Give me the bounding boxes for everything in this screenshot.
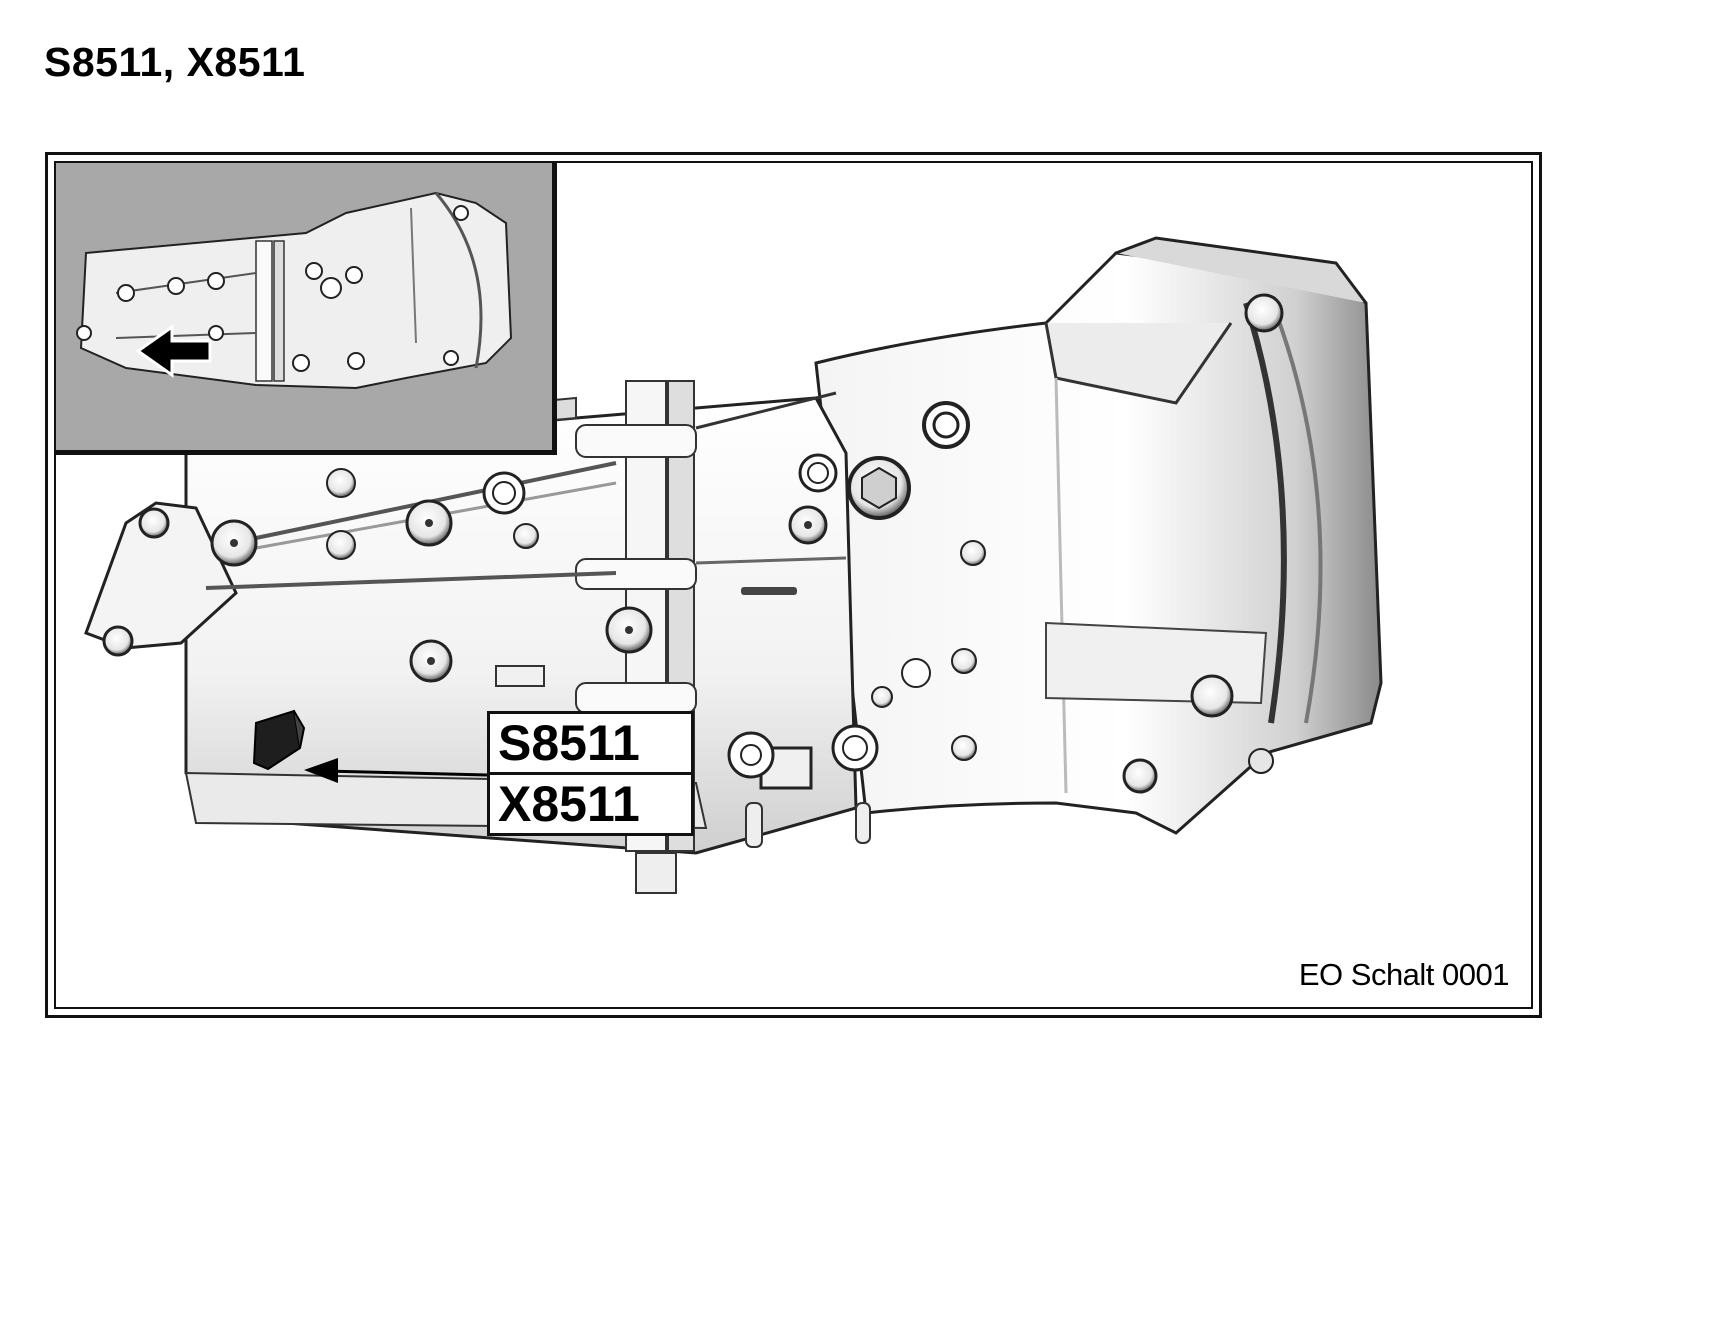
callout-label-x8511: X8511 (487, 772, 694, 836)
bolt-set (210, 401, 986, 779)
inset-overview (56, 163, 557, 455)
figure-frame: S8511 X8511 EO Schalt 0001 (45, 152, 1542, 1018)
callout-label-s8511: S8511 (487, 711, 694, 775)
pointer-arrow-icon (304, 758, 488, 783)
inset-drawing (76, 191, 513, 390)
figure-panel: S8511 X8511 EO Schalt 0001 (54, 161, 1533, 1009)
gearbox-body (84, 380, 871, 894)
bell-housing (814, 236, 1383, 835)
left-arrow-icon (136, 324, 212, 378)
page-title: S8511, X8511 (44, 39, 306, 85)
figure-code: EO Schalt 0001 (1298, 957, 1510, 992)
